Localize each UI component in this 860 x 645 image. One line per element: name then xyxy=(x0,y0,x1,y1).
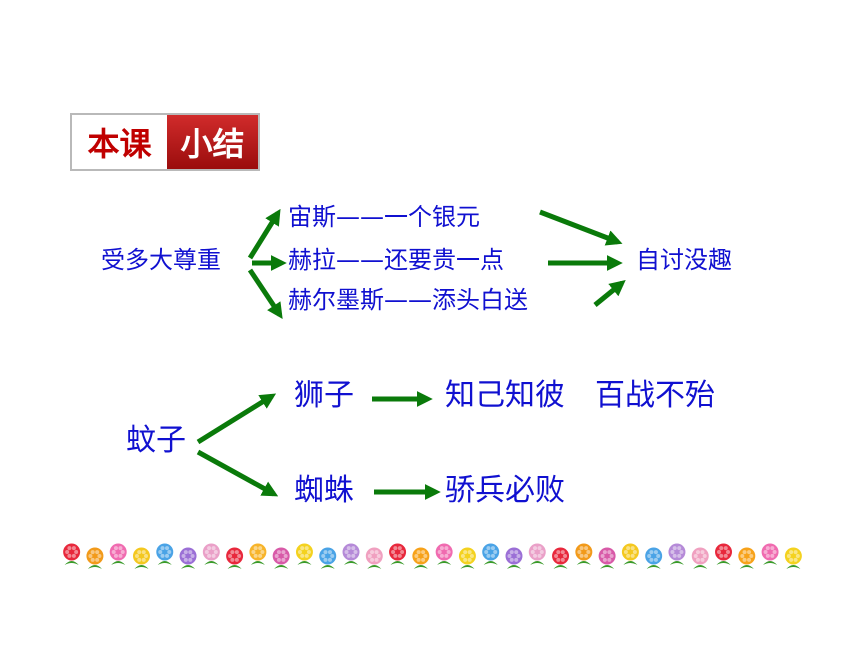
flower-icon xyxy=(598,547,616,569)
flower-icon xyxy=(202,543,220,565)
flower-icon xyxy=(784,547,802,569)
spider-result: 骄兵必败 xyxy=(445,473,565,508)
title-left-label: 本课 xyxy=(72,115,167,169)
lion-label: 狮子 xyxy=(294,378,354,413)
arrow-to-lion xyxy=(196,393,277,445)
flower-icon xyxy=(365,547,383,569)
flower-icon xyxy=(63,543,81,565)
flower-icon xyxy=(575,543,593,565)
flower-icon xyxy=(668,543,686,565)
flower-icon xyxy=(645,547,663,569)
flower-icon xyxy=(715,543,733,565)
flower-icon xyxy=(389,543,407,565)
flower-icon xyxy=(319,547,337,569)
branch-zeus: 宙斯——一个银元 xyxy=(288,203,480,231)
branch-hera: 赫拉——还要贵一点 xyxy=(288,246,504,274)
flower-icon xyxy=(528,543,546,565)
flower-icon xyxy=(458,547,476,569)
flower-icon xyxy=(505,547,523,569)
flower-icon xyxy=(109,543,127,565)
flower-icon xyxy=(621,543,639,565)
flower-icon xyxy=(295,543,313,565)
section1-source: 受多大尊重 xyxy=(101,246,221,274)
flower-icon xyxy=(738,547,756,569)
arrow-to-hermes xyxy=(247,268,283,319)
arrow-to-zeus xyxy=(247,208,281,260)
flower-icon xyxy=(156,543,174,565)
branch-hermes: 赫尔墨斯——添头白送 xyxy=(288,286,528,314)
flower-icon xyxy=(272,547,290,569)
flower-icon xyxy=(435,543,453,565)
flower-icon xyxy=(761,543,779,565)
arrow-hermes-to-result xyxy=(593,279,626,307)
arrow-zeus-to-result xyxy=(539,209,623,246)
lion-result: 知己知彼 百战不殆 xyxy=(445,378,715,413)
flower-icon xyxy=(552,547,570,569)
flower-icon xyxy=(482,543,500,565)
spider-label: 蜘蛛 xyxy=(294,473,354,508)
flower-icon xyxy=(179,547,197,569)
flower-icon xyxy=(132,547,150,569)
section1-result: 自讨没趣 xyxy=(636,246,732,274)
flower-border-decoration xyxy=(63,543,802,569)
flower-icon xyxy=(691,547,709,569)
flower-icon xyxy=(226,547,244,569)
flower-icon xyxy=(412,547,430,569)
flower-icon xyxy=(342,543,360,565)
lesson-summary-title: 本课 小结 xyxy=(70,113,260,171)
flower-icon xyxy=(86,547,104,569)
arrow-to-spider xyxy=(196,449,279,497)
flower-icon xyxy=(249,543,267,565)
title-right-label: 小结 xyxy=(167,115,258,169)
section2-source: 蚊子 xyxy=(126,423,186,458)
